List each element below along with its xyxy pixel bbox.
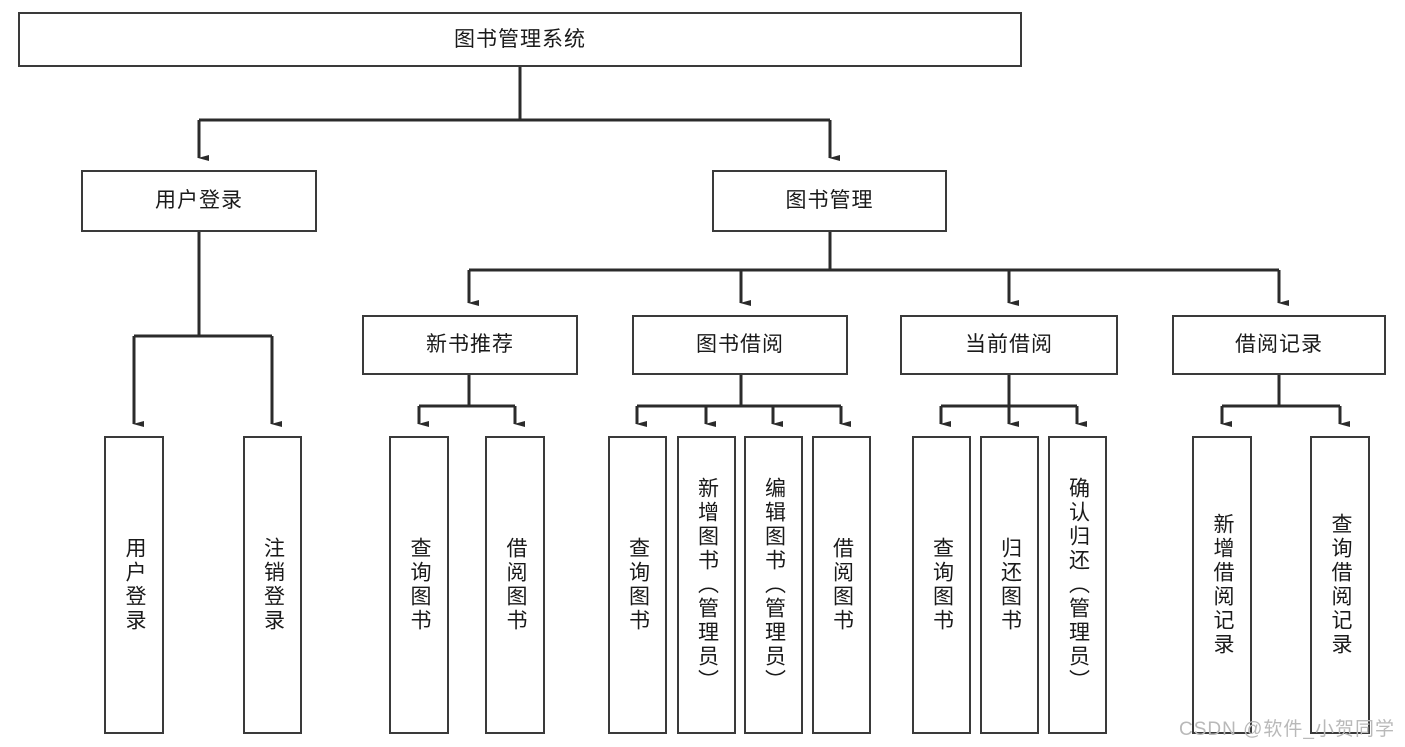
node-new-book-recommend[interactable]: 新书推荐 bbox=[362, 315, 578, 375]
node-borrow-record-label: 借阅记录 bbox=[1235, 333, 1323, 357]
node-root-book-management-system[interactable]: 图书管理系统 bbox=[18, 12, 1022, 67]
node-leaf-user-login-signout-label: 注销登录 bbox=[261, 537, 285, 633]
node-book-management[interactable]: 图书管理 bbox=[712, 170, 947, 232]
node-leaf-borrow-record-query[interactable]: 查询借阅记录 bbox=[1310, 436, 1370, 734]
node-leaf-new-book-borrow[interactable]: 借阅图书 bbox=[485, 436, 545, 734]
node-leaf-book-borrow-lend-label: 借阅图书 bbox=[830, 537, 854, 633]
node-book-management-label: 图书管理 bbox=[785, 189, 874, 213]
node-book-borrow[interactable]: 图书借阅 bbox=[632, 315, 848, 375]
node-root-label: 图书管理系统 bbox=[454, 27, 586, 51]
node-leaf-borrow-record-query-label: 查询借阅记录 bbox=[1329, 513, 1353, 657]
node-leaf-book-borrow-add[interactable]: 新增图书（管理员） bbox=[677, 436, 736, 734]
node-borrow-record[interactable]: 借阅记录 bbox=[1172, 315, 1386, 375]
node-leaf-new-book-query-label: 查询图书 bbox=[408, 537, 432, 633]
node-current-borrow-label: 当前借阅 bbox=[965, 333, 1053, 357]
node-new-book-recommend-label: 新书推荐 bbox=[426, 333, 514, 357]
node-leaf-current-borrow-return-label: 归还图书 bbox=[998, 537, 1022, 633]
node-leaf-current-borrow-confirm-return[interactable]: 确认归还（管理员） bbox=[1048, 436, 1107, 734]
node-leaf-user-login-signin[interactable]: 用户登录 bbox=[104, 436, 164, 734]
node-leaf-new-book-borrow-label: 借阅图书 bbox=[504, 537, 528, 633]
node-leaf-book-borrow-edit[interactable]: 编辑图书（管理员） bbox=[744, 436, 803, 734]
node-leaf-current-borrow-query-label: 查询图书 bbox=[930, 537, 954, 633]
node-book-borrow-label: 图书借阅 bbox=[696, 333, 784, 357]
node-leaf-book-borrow-add-label: 新增图书（管理员） bbox=[695, 477, 719, 693]
node-user-login[interactable]: 用户登录 bbox=[81, 170, 317, 232]
csdn-watermark: CSDN @软件_小贺同学 bbox=[1179, 719, 1395, 740]
node-leaf-current-borrow-confirm-return-label: 确认归还（管理员） bbox=[1066, 477, 1090, 693]
node-leaf-book-borrow-lend[interactable]: 借阅图书 bbox=[812, 436, 871, 734]
node-leaf-book-borrow-edit-label: 编辑图书（管理员） bbox=[762, 477, 786, 693]
node-leaf-book-borrow-query-label: 查询图书 bbox=[626, 537, 650, 633]
node-leaf-current-borrow-return[interactable]: 归还图书 bbox=[980, 436, 1039, 734]
node-leaf-new-book-query[interactable]: 查询图书 bbox=[389, 436, 449, 734]
node-user-login-label: 用户登录 bbox=[155, 189, 243, 213]
node-leaf-borrow-record-add-label: 新增借阅记录 bbox=[1211, 513, 1235, 657]
node-leaf-borrow-record-add[interactable]: 新增借阅记录 bbox=[1192, 436, 1252, 734]
node-leaf-current-borrow-query[interactable]: 查询图书 bbox=[912, 436, 971, 734]
node-leaf-book-borrow-query[interactable]: 查询图书 bbox=[608, 436, 667, 734]
node-leaf-user-login-signout[interactable]: 注销登录 bbox=[243, 436, 302, 734]
node-leaf-user-login-signin-label: 用户登录 bbox=[123, 537, 147, 633]
node-current-borrow[interactable]: 当前借阅 bbox=[900, 315, 1118, 375]
